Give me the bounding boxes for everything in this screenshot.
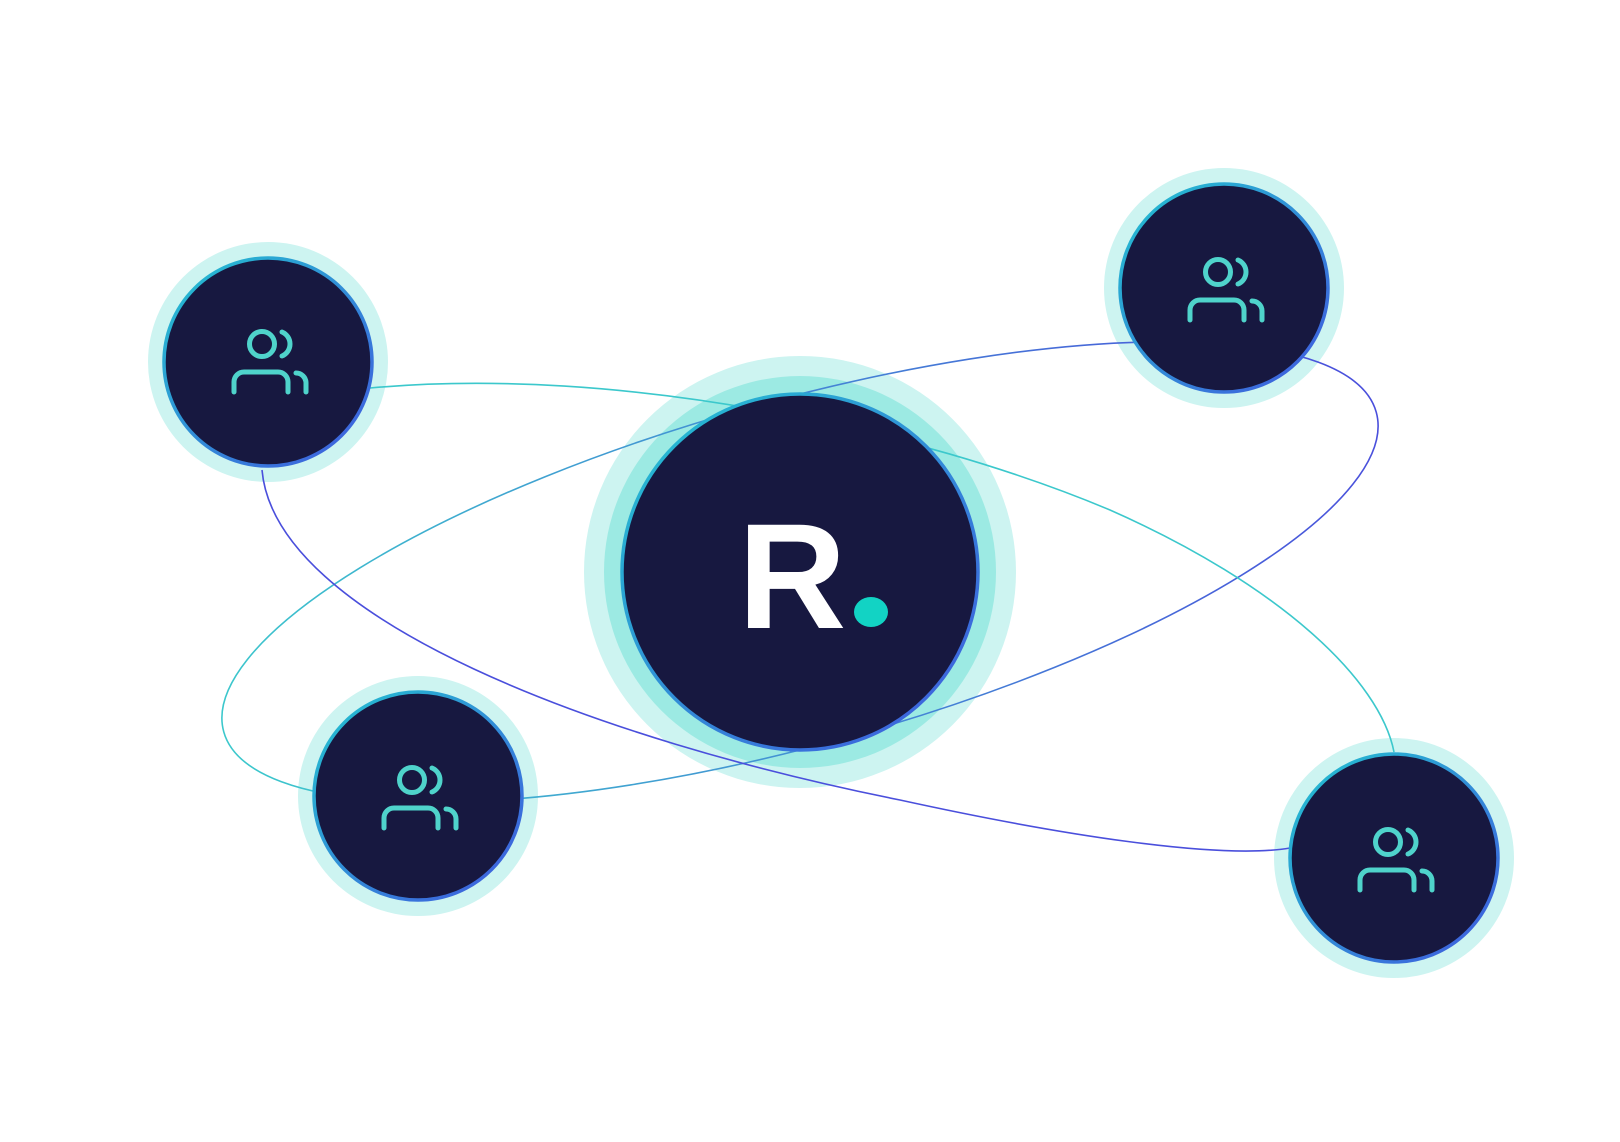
user-node-circle bbox=[1288, 752, 1500, 964]
user-node-top-right bbox=[1118, 182, 1330, 394]
user-node-bottom-right bbox=[1288, 752, 1500, 964]
hub-node: R bbox=[620, 392, 980, 752]
logo-dot-icon bbox=[854, 597, 888, 627]
logo-letter: R bbox=[738, 492, 846, 660]
user-node-bottom-left bbox=[312, 690, 524, 902]
hub-circle bbox=[620, 392, 980, 752]
r-dot-logo: R bbox=[738, 492, 888, 660]
orbit-arc-top bbox=[369, 382, 1395, 753]
user-node-top-left bbox=[162, 256, 374, 468]
user-node-circle bbox=[312, 690, 524, 902]
orbit-arc-bottom bbox=[261, 469, 1291, 852]
user-node-circle bbox=[162, 256, 374, 468]
user-node-circle bbox=[1118, 182, 1330, 394]
